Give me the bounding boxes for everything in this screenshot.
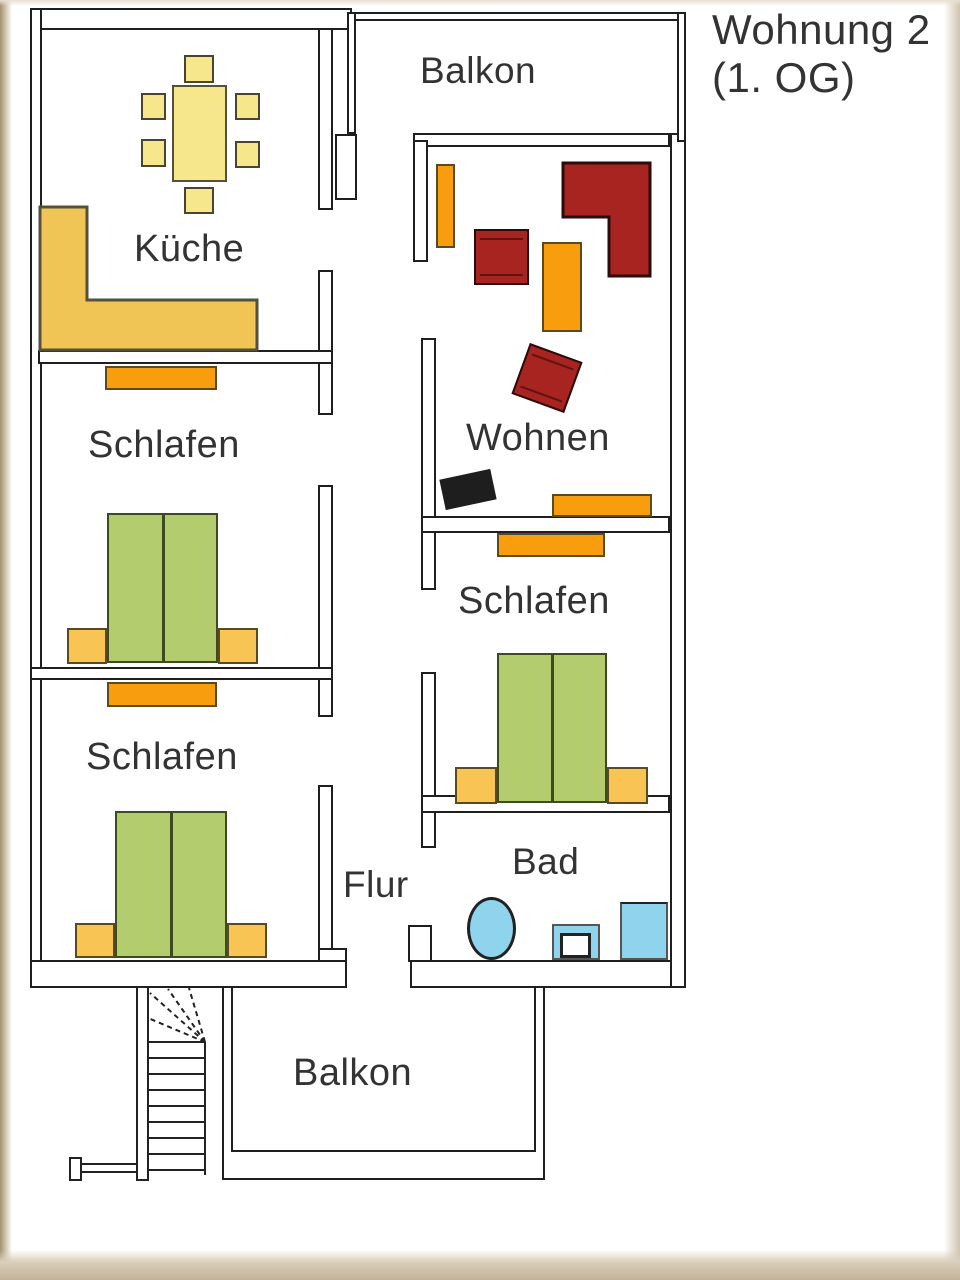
wall-outer-right: [670, 133, 686, 988]
room-label-kitchen: Küche: [134, 228, 245, 270]
bathtub-icon: [467, 897, 516, 960]
stair-landing-post: [69, 1157, 82, 1181]
room-label-hallway: Flur: [343, 864, 409, 905]
nightstand: [607, 767, 648, 804]
balcony-bottom-rail-inner: [231, 988, 536, 1152]
radiator: [436, 164, 455, 248]
wall-corridor-left-1: [318, 28, 333, 210]
balcony-top-rail-top: [347, 12, 686, 21]
room-label-balcony-bottom: Balkon: [293, 1052, 413, 1094]
wardrobe: [107, 682, 217, 707]
chair-icon: [235, 93, 260, 120]
sideboard: [552, 494, 652, 517]
staircase: [69, 986, 206, 1181]
side-table: [542, 242, 582, 332]
room-label-balcony-top: Balkon: [420, 50, 537, 91]
toilet-seat: [560, 933, 591, 958]
wall-bottom-stub: [318, 948, 347, 962]
nightstand: [218, 628, 258, 664]
double-bed: [107, 513, 218, 663]
balcony-bottom-rail-outer: [222, 988, 545, 1180]
chair-icon: [141, 93, 166, 120]
nightstand: [67, 628, 107, 664]
wall-corridor-left-4: [318, 785, 333, 960]
room-label-bath: Bad: [512, 841, 580, 882]
photo-edge-left: [0, 0, 12, 1280]
wall-corridor-left-2: [318, 270, 333, 415]
chair-icon: [184, 187, 214, 214]
room-label-living: Wohnen: [466, 417, 610, 459]
kitchen-counter: [38, 205, 259, 352]
plan-subtitle: (1. OG): [712, 54, 856, 101]
wall-corridor-right-1: [413, 140, 428, 262]
wall-outer-bottom-right: [410, 960, 686, 988]
wall-outer-bottom-left: [30, 960, 347, 988]
wall-outer-left: [30, 8, 42, 988]
stair-left-rail: [136, 986, 149, 1181]
room-label-bedroom-left-1: Schlafen: [88, 424, 240, 466]
double-bed: [497, 653, 607, 803]
dining-table: [172, 85, 227, 182]
chair-icon: [235, 141, 260, 168]
armchair-rotated: [511, 343, 583, 413]
stair-winder-treads: [147, 987, 206, 1043]
room-label-bedroom-left-2: Schlafen: [86, 736, 238, 778]
nightstand: [75, 923, 115, 958]
wall-divider-living-bedroom: [421, 516, 670, 533]
wall-corridor-right-2: [421, 338, 436, 590]
balcony-top-rail-right: [677, 12, 686, 142]
room-label-bedroom-right: Schlafen: [458, 580, 610, 622]
shower-icon: [620, 902, 668, 960]
wall-divider-bedrooms-left: [30, 667, 333, 680]
tv: [439, 468, 497, 511]
stair-landing-rail: [80, 1163, 138, 1173]
chair-icon: [184, 55, 214, 83]
photo-edge-bottom: [0, 1250, 960, 1280]
wardrobe: [105, 366, 217, 390]
wall-living-top: [413, 133, 670, 147]
nightstand: [227, 923, 267, 958]
balcony-top-rail-post: [335, 134, 357, 200]
chair-icon: [141, 139, 166, 167]
double-bed: [115, 811, 227, 958]
wall-corridor-left-3: [318, 485, 333, 717]
photo-edge-right: [944, 0, 960, 1280]
wall-corridor-right-niche: [408, 925, 432, 962]
wall-outer-top: [30, 8, 352, 30]
wardrobe: [497, 533, 605, 557]
armchair: [474, 229, 529, 285]
plan-title: Wohnung 2: [712, 6, 931, 53]
nightstand: [455, 767, 497, 804]
corner-sofa: [561, 161, 652, 278]
balcony-top-rail-left: [347, 12, 356, 134]
toilet-icon: [552, 924, 600, 960]
wall-corridor-right-3: [421, 672, 436, 848]
